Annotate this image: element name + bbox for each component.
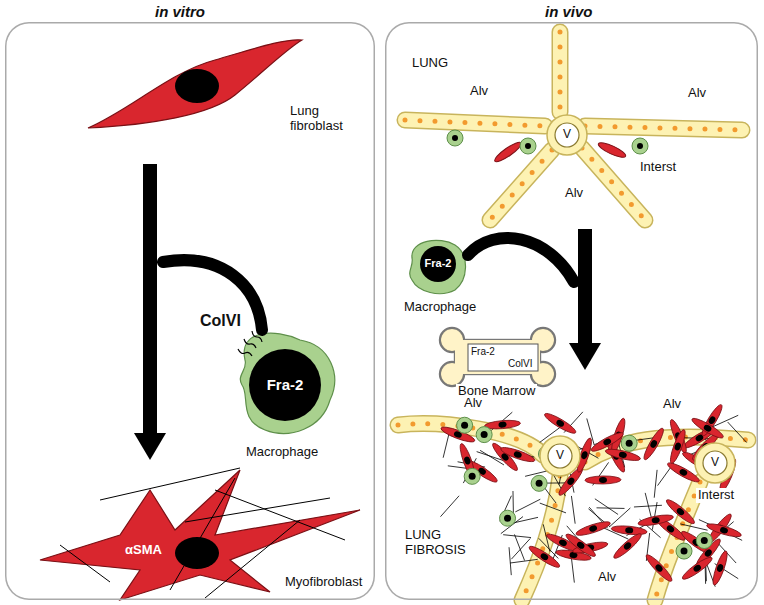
panel: in vivoLUNGFra-2MacrophageFra-2ColVIBone… <box>385 22 758 600</box>
cell-label: Macrophage <box>404 300 476 315</box>
curved-arrow <box>163 260 262 330</box>
vessel-lumen <box>555 123 579 147</box>
panel: in vitroLung fibroblastFra-2MacrophageαS… <box>5 22 375 600</box>
gene-label: Fra-2 <box>471 346 495 358</box>
alveolus-label: Alv <box>470 84 488 99</box>
alveolus-label: Alv <box>462 396 484 411</box>
bone <box>440 328 555 386</box>
macrophage: Fra-2Macrophage <box>235 326 345 464</box>
curved-arrow <box>468 238 574 282</box>
tissue-label: LUNG <box>412 56 448 71</box>
macrophage-cell <box>447 130 463 146</box>
alveolus-label: Alv <box>565 186 583 201</box>
cell-label: Lung fibroblast <box>290 104 356 134</box>
myofibroblast: αSMA Myofibroblast <box>30 462 370 600</box>
bone-inset <box>468 344 538 371</box>
fibrotic-lung: LUNG FIBROSIS <box>395 372 750 598</box>
nucleus-label: Fra-2 <box>422 257 454 270</box>
vessel <box>547 115 587 155</box>
cell-label: Myofibroblast <box>285 575 362 590</box>
macrophage-cell <box>632 138 648 154</box>
alveolus-label: Alv <box>688 86 706 101</box>
region-label: Interst <box>638 160 678 175</box>
protein-label: ColVI <box>200 312 241 330</box>
vessel-lumen <box>548 444 572 468</box>
tissue-label: LUNG FIBROSIS <box>403 528 475 558</box>
vessel-label: V <box>554 449 566 463</box>
vessel <box>540 436 580 476</box>
fibroblast: Lung fibroblast <box>70 30 360 160</box>
alveolar-wall <box>398 424 748 600</box>
vessel-lumen <box>703 451 727 475</box>
process-arrow <box>143 164 157 433</box>
fibrotic-tissue <box>440 403 747 587</box>
macrophage: Fra-2Macrophage <box>403 236 479 318</box>
fibroblast-cell <box>597 140 628 160</box>
nucleus <box>249 349 321 421</box>
alveolar-wall <box>405 32 742 220</box>
nucleus <box>175 69 219 103</box>
nucleus <box>175 537 219 569</box>
alveolus-label: Alv <box>596 570 618 585</box>
marker-label: αSMA <box>125 543 162 558</box>
gene-label: ColVI <box>508 358 532 370</box>
process-arrow <box>578 229 592 343</box>
region-label: Interst <box>696 488 736 503</box>
macrophage-cell <box>410 240 466 293</box>
panel-title: in vitro <box>155 3 205 20</box>
macrophage-cell <box>240 333 334 433</box>
vessel-label: V <box>709 456 721 470</box>
panel-title: in vivo <box>545 3 593 20</box>
fibroblast-cell <box>493 140 524 165</box>
cell-label: Macrophage <box>246 445 318 460</box>
bone-marrow: Fra-2ColVIBone Marrow <box>438 326 558 402</box>
fibroblast-cell <box>88 40 302 128</box>
nucleus-label: Fra-2 <box>262 376 308 393</box>
vessel <box>695 443 735 483</box>
vessel-label: V <box>561 128 573 142</box>
nucleus <box>420 246 456 282</box>
macrophage-cell <box>520 138 536 154</box>
alveolus-label: Alv <box>661 397 683 412</box>
